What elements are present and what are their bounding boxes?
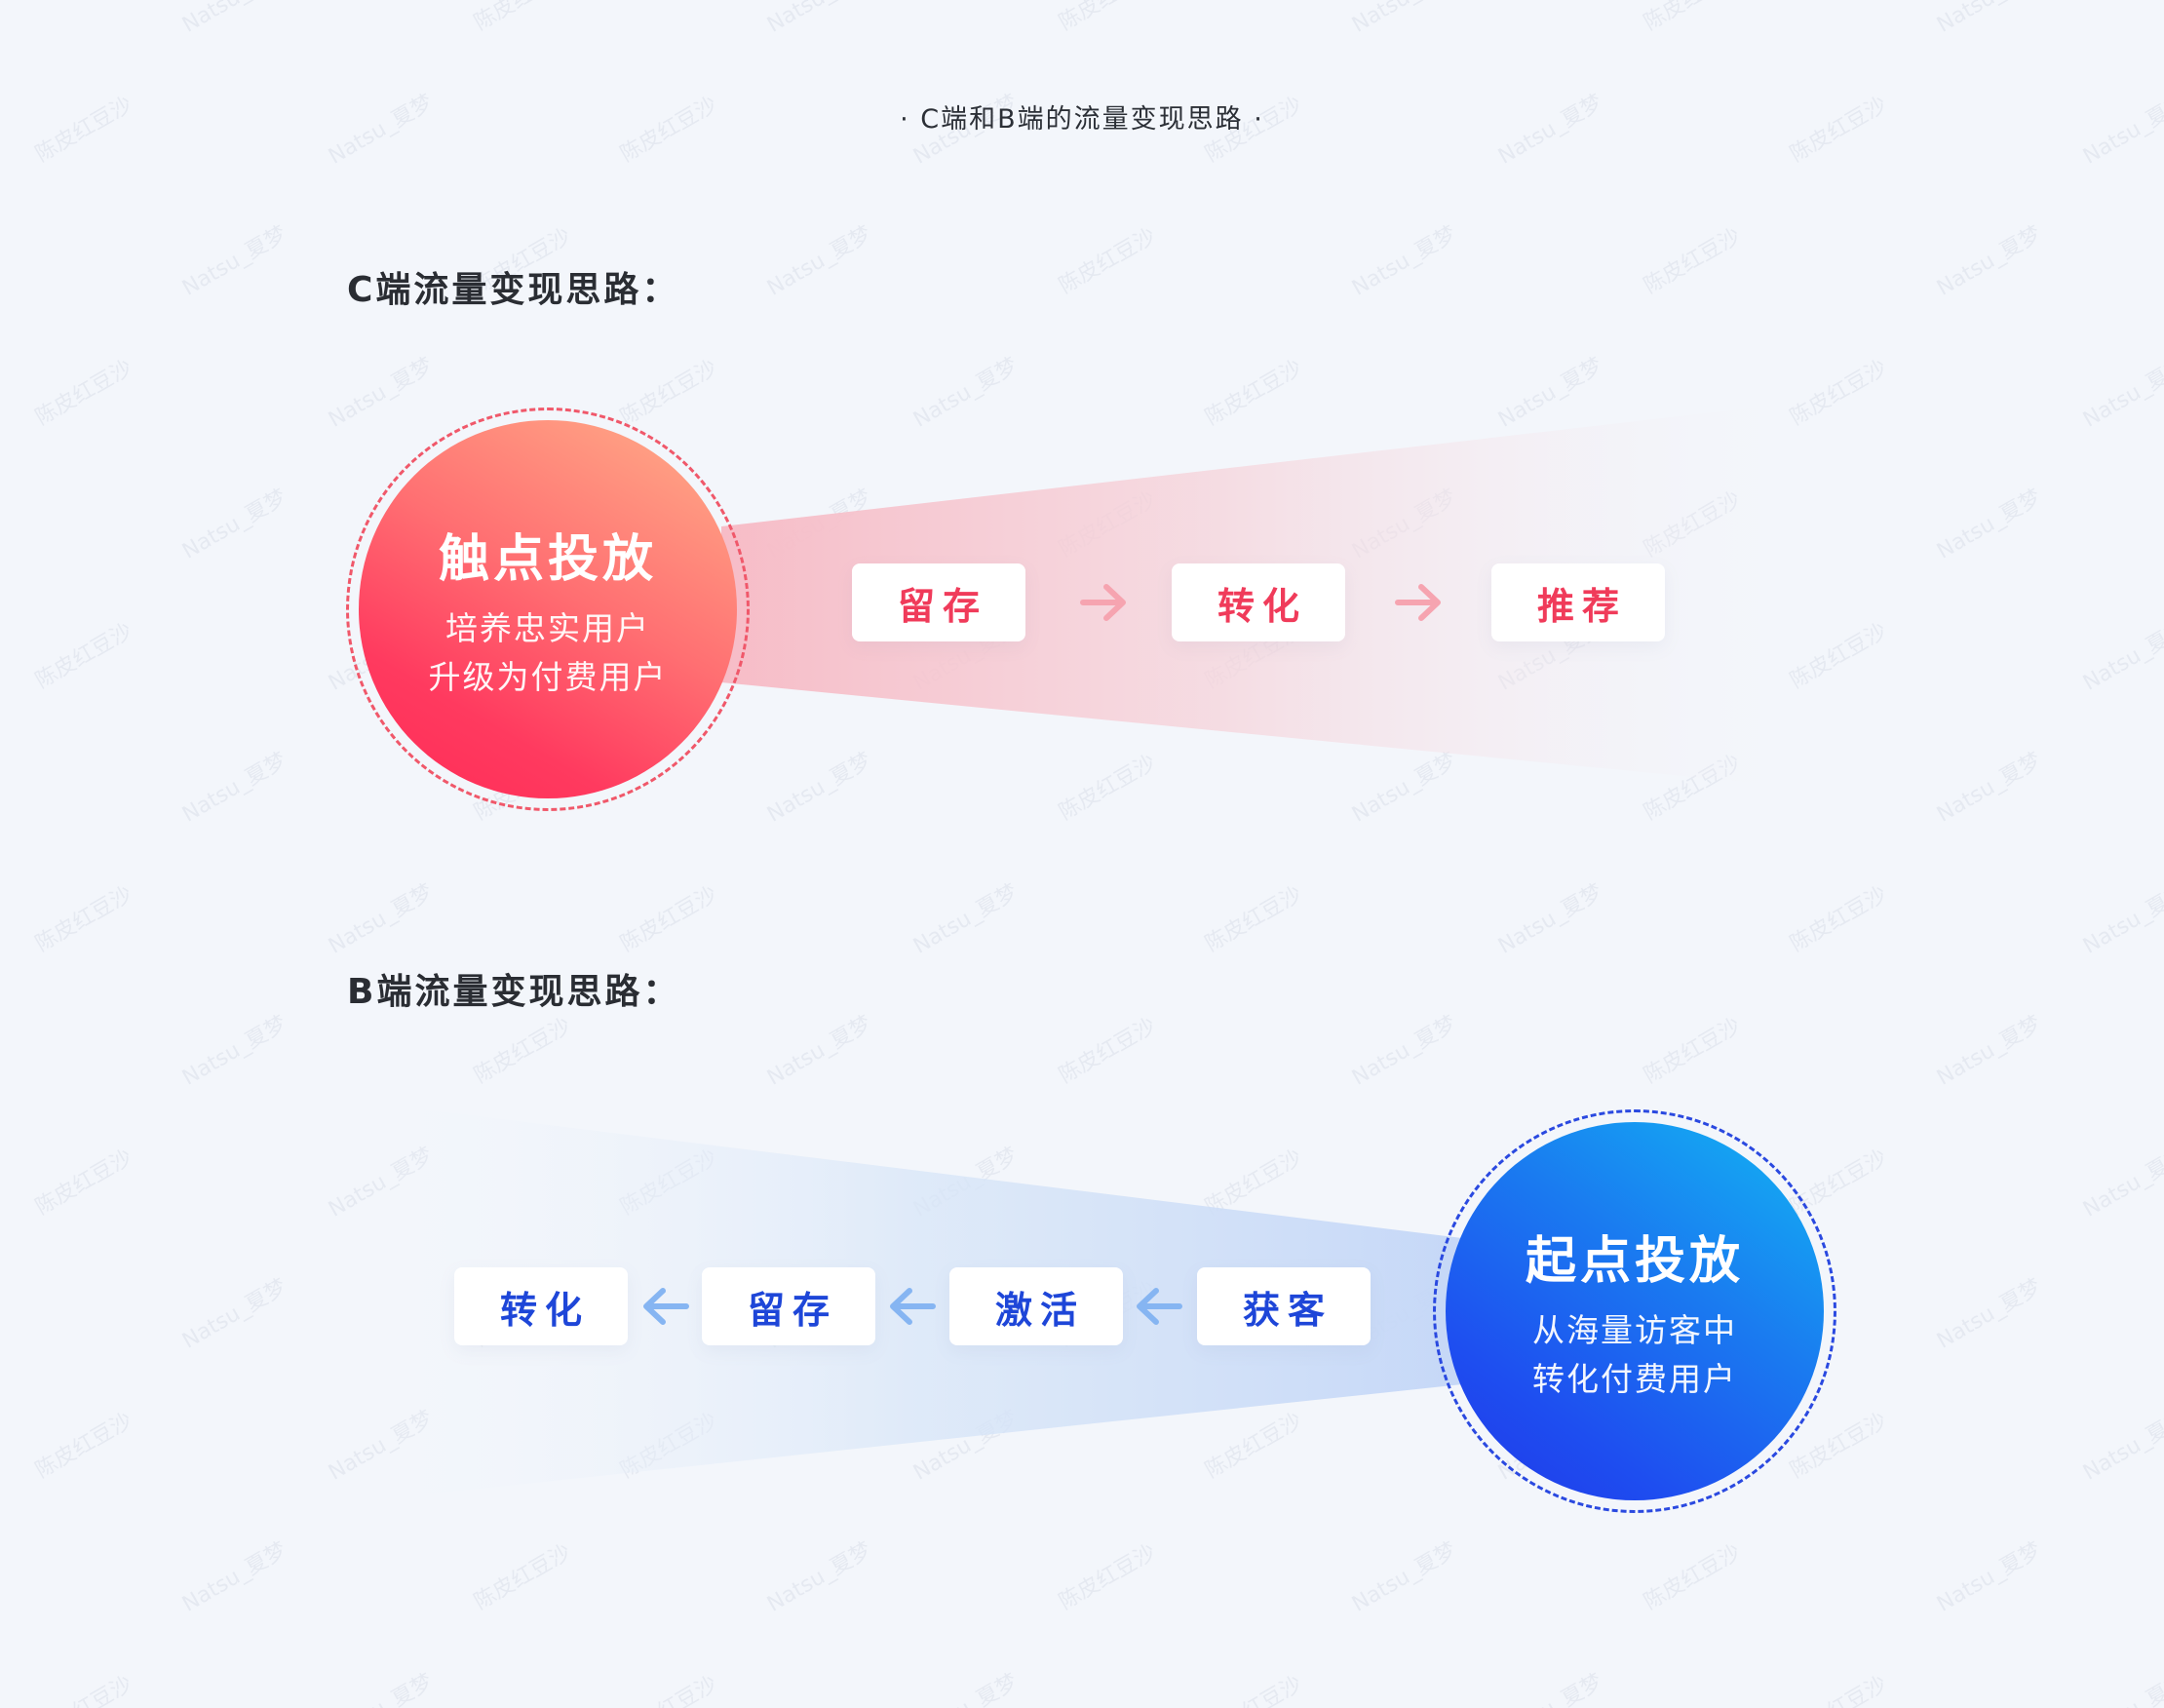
page-title: · C端和B端的流量变现思路 · xyxy=(900,104,1264,135)
c-touchpoint-circle: 触点投放 培养忠实用户 升级为付费用户 xyxy=(359,420,737,798)
b-arrow-left-icon xyxy=(890,1288,936,1325)
b-step-conversion: 转化 xyxy=(454,1267,628,1345)
b-circle-dashed-ring xyxy=(1433,1109,1836,1513)
b-circle-title: 起点投放 xyxy=(1525,1231,1744,1291)
c-step-retention: 留存 xyxy=(852,563,1025,641)
b-step-acquisition: 获客 xyxy=(1197,1267,1371,1345)
b-beam xyxy=(361,1102,1462,1501)
c-circle-line-2: 升级为付费用户 xyxy=(428,657,668,696)
c-circle-dashed-ring xyxy=(346,408,750,811)
c-circle-title: 触点投放 xyxy=(438,529,657,589)
b-section-heading: B端流量变现思路： xyxy=(347,972,681,1012)
c-circle-line-1: 培养忠实用户 xyxy=(445,608,650,647)
b-step-retention: 留存 xyxy=(702,1267,875,1345)
c-step-recommend: 推荐 xyxy=(1491,563,1665,641)
b-circle-line-1: 从海量访客中 xyxy=(1532,1310,1737,1349)
b-step-activation: 激活 xyxy=(949,1267,1123,1345)
c-arrow-right-icon xyxy=(1395,584,1441,621)
c-section-heading: C端流量变现思路： xyxy=(347,270,680,310)
b-arrow-left-icon xyxy=(1137,1288,1182,1325)
b-startpoint-circle: 起点投放 从海量访客中 转化付费用户 xyxy=(1446,1122,1824,1500)
c-arrow-right-icon xyxy=(1080,584,1126,621)
b-arrow-left-icon xyxy=(643,1288,689,1325)
c-step-conversion: 转化 xyxy=(1172,563,1345,641)
b-circle-line-2: 转化付费用户 xyxy=(1532,1359,1737,1398)
